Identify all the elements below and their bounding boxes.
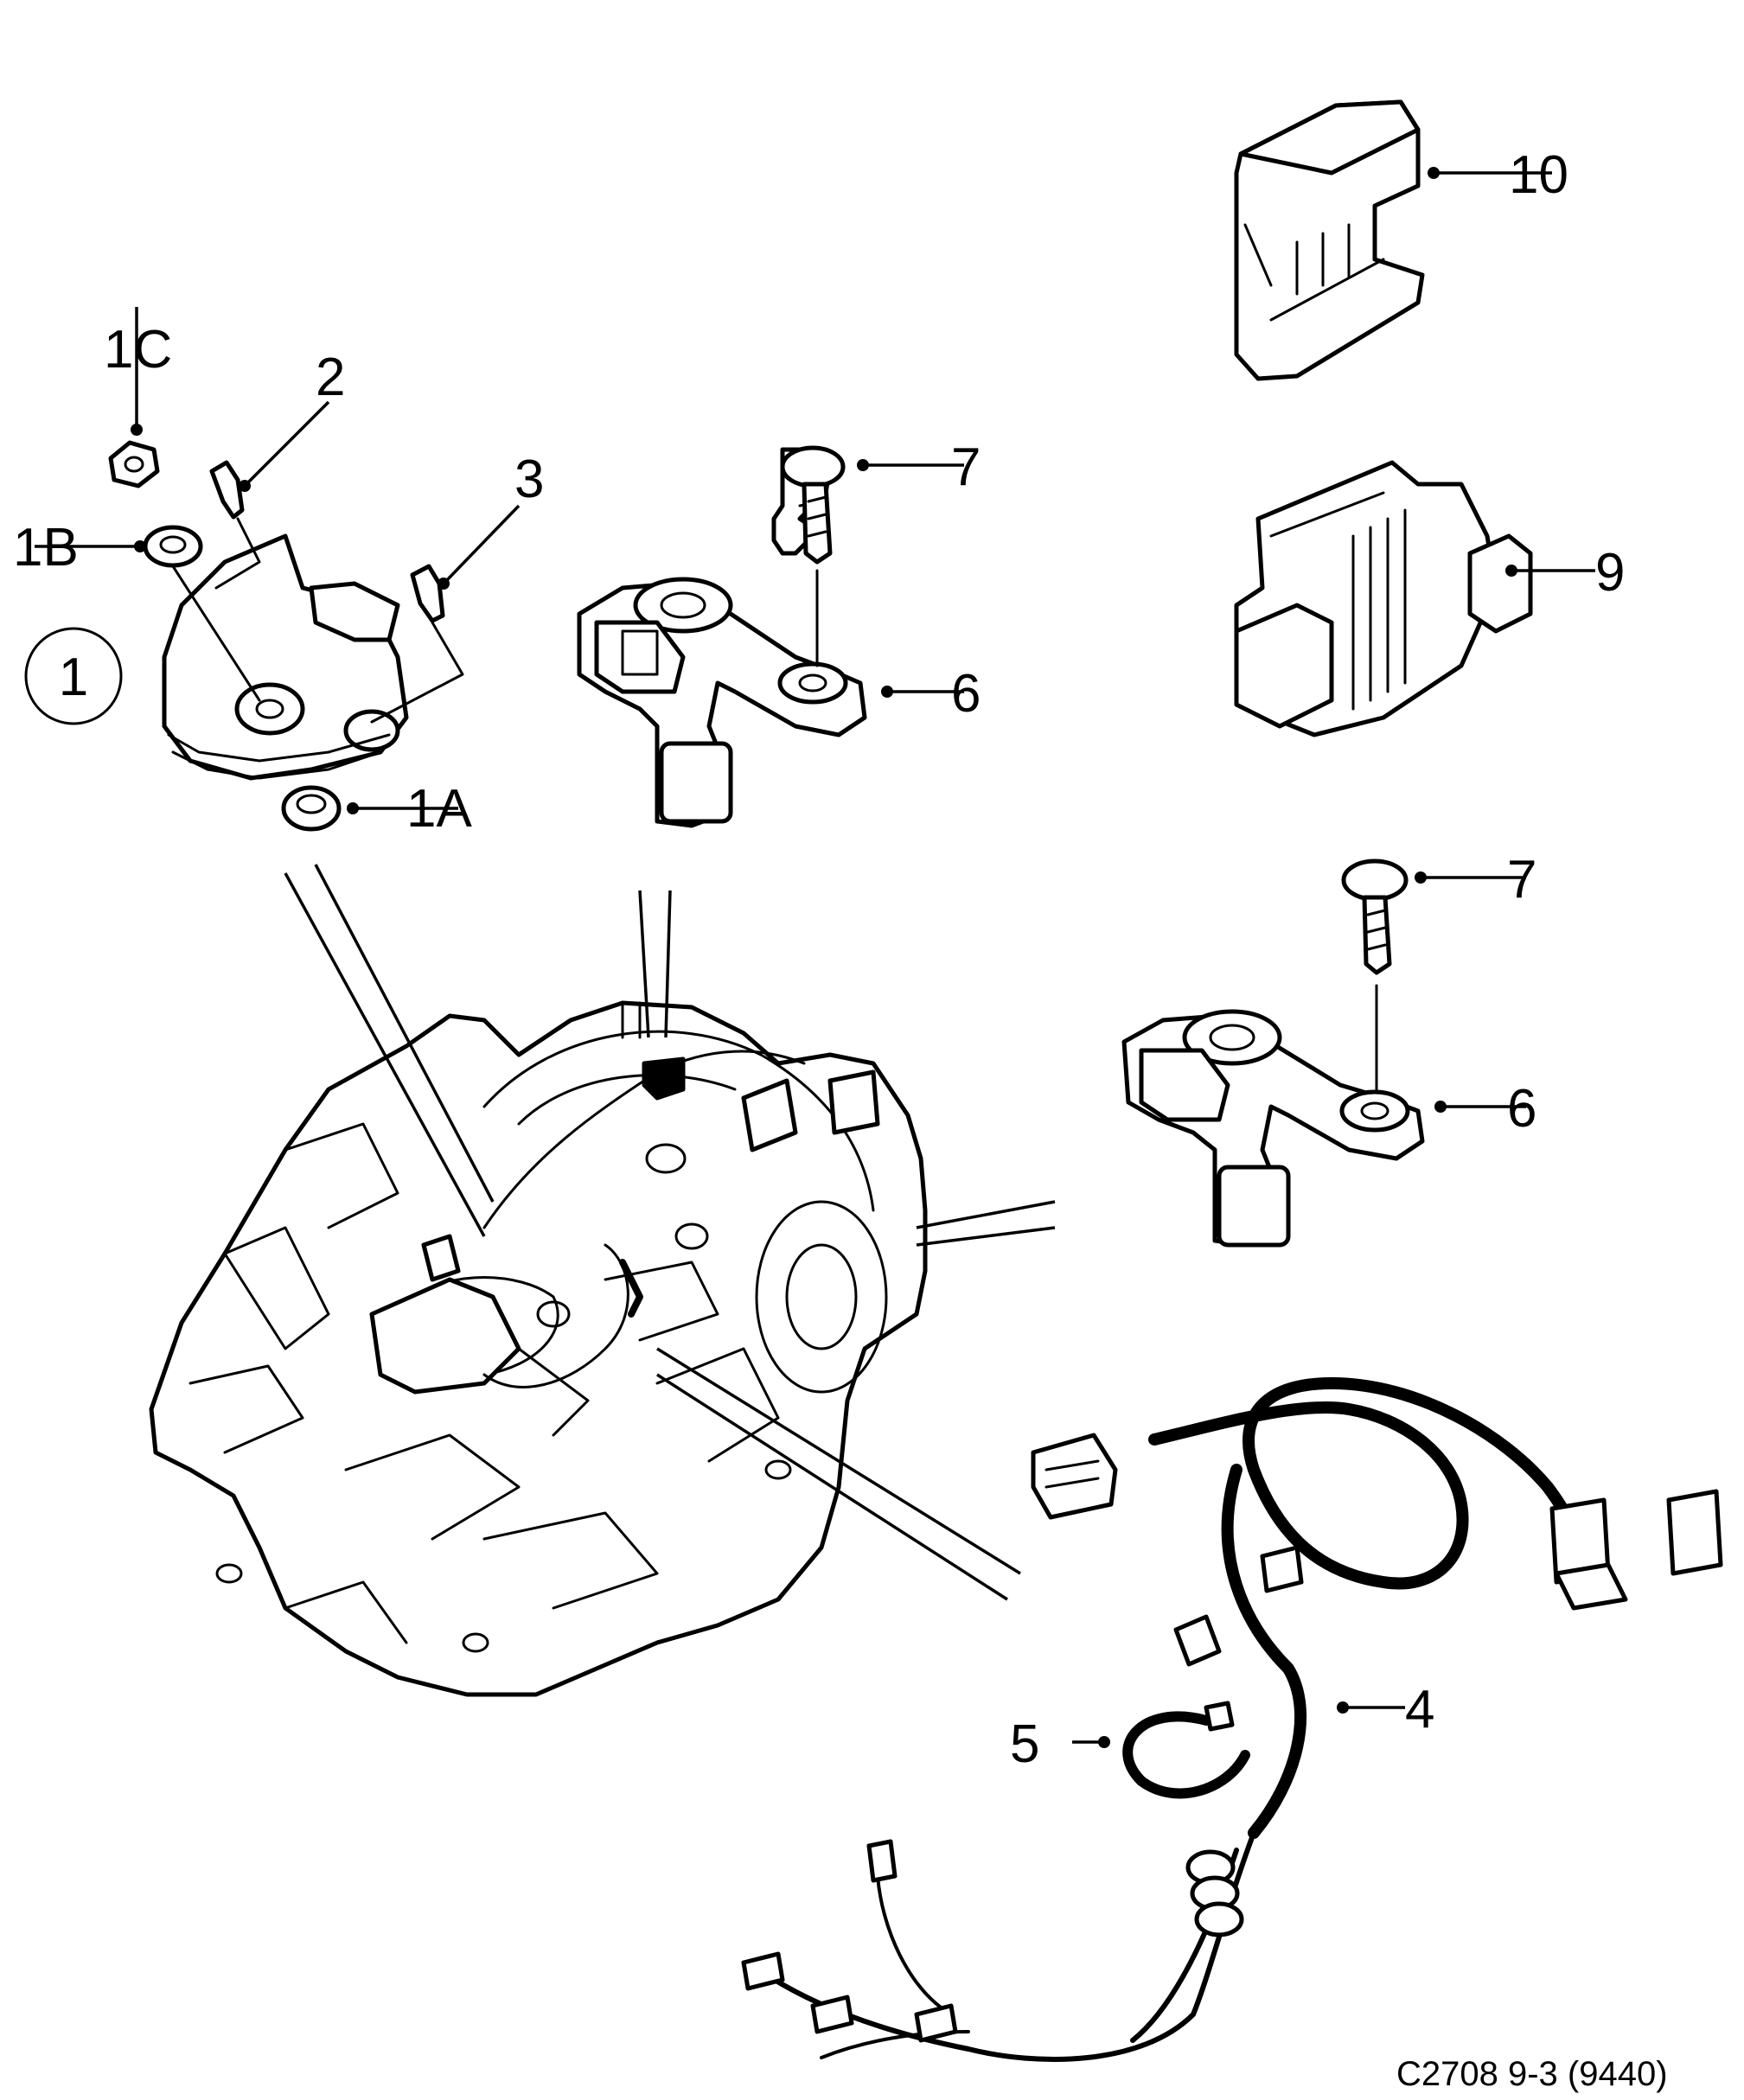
callout-7-upper: 7 — [951, 437, 981, 497]
selector-switch-part-1 — [108, 440, 464, 832]
callout-1a: 1A — [406, 779, 472, 839]
callout-1b: 1B — [13, 518, 79, 578]
callout-1: 1 — [59, 648, 88, 707]
leader-dots — [131, 167, 1517, 1748]
cable-tie-part-5 — [1122, 1701, 1250, 1799]
callout-4: 4 — [1405, 1680, 1434, 1739]
control-module-part-9 — [1234, 460, 1533, 737]
guide-lines — [284, 864, 1056, 1601]
callout-6-upper: 6 — [951, 664, 981, 724]
callout-7-lower: 7 — [1507, 850, 1536, 910]
callout-1c: 1C — [104, 320, 172, 380]
assembly-marker-circle — [24, 627, 123, 725]
diagram-reference-caption: C2708 9-3 (9440) — [1396, 2055, 1668, 2093]
callout-2: 2 — [316, 348, 345, 407]
wiring-harness-part-4 — [741, 1377, 1723, 2062]
callout-9: 9 — [1595, 543, 1625, 603]
callout-6-lower: 6 — [1507, 1079, 1536, 1139]
callout-5: 5 — [1010, 1714, 1039, 1774]
speed-sensor-part-6-upper — [577, 445, 867, 828]
gearbox-assembly — [149, 1000, 928, 1697]
callout-10: 10 — [1509, 145, 1568, 205]
speed-sensor-part-6-lower — [1121, 859, 1425, 1248]
leader-lines — [35, 171, 1595, 1744]
callout-3: 3 — [514, 450, 544, 509]
bracket-part-10 — [1234, 99, 1425, 381]
